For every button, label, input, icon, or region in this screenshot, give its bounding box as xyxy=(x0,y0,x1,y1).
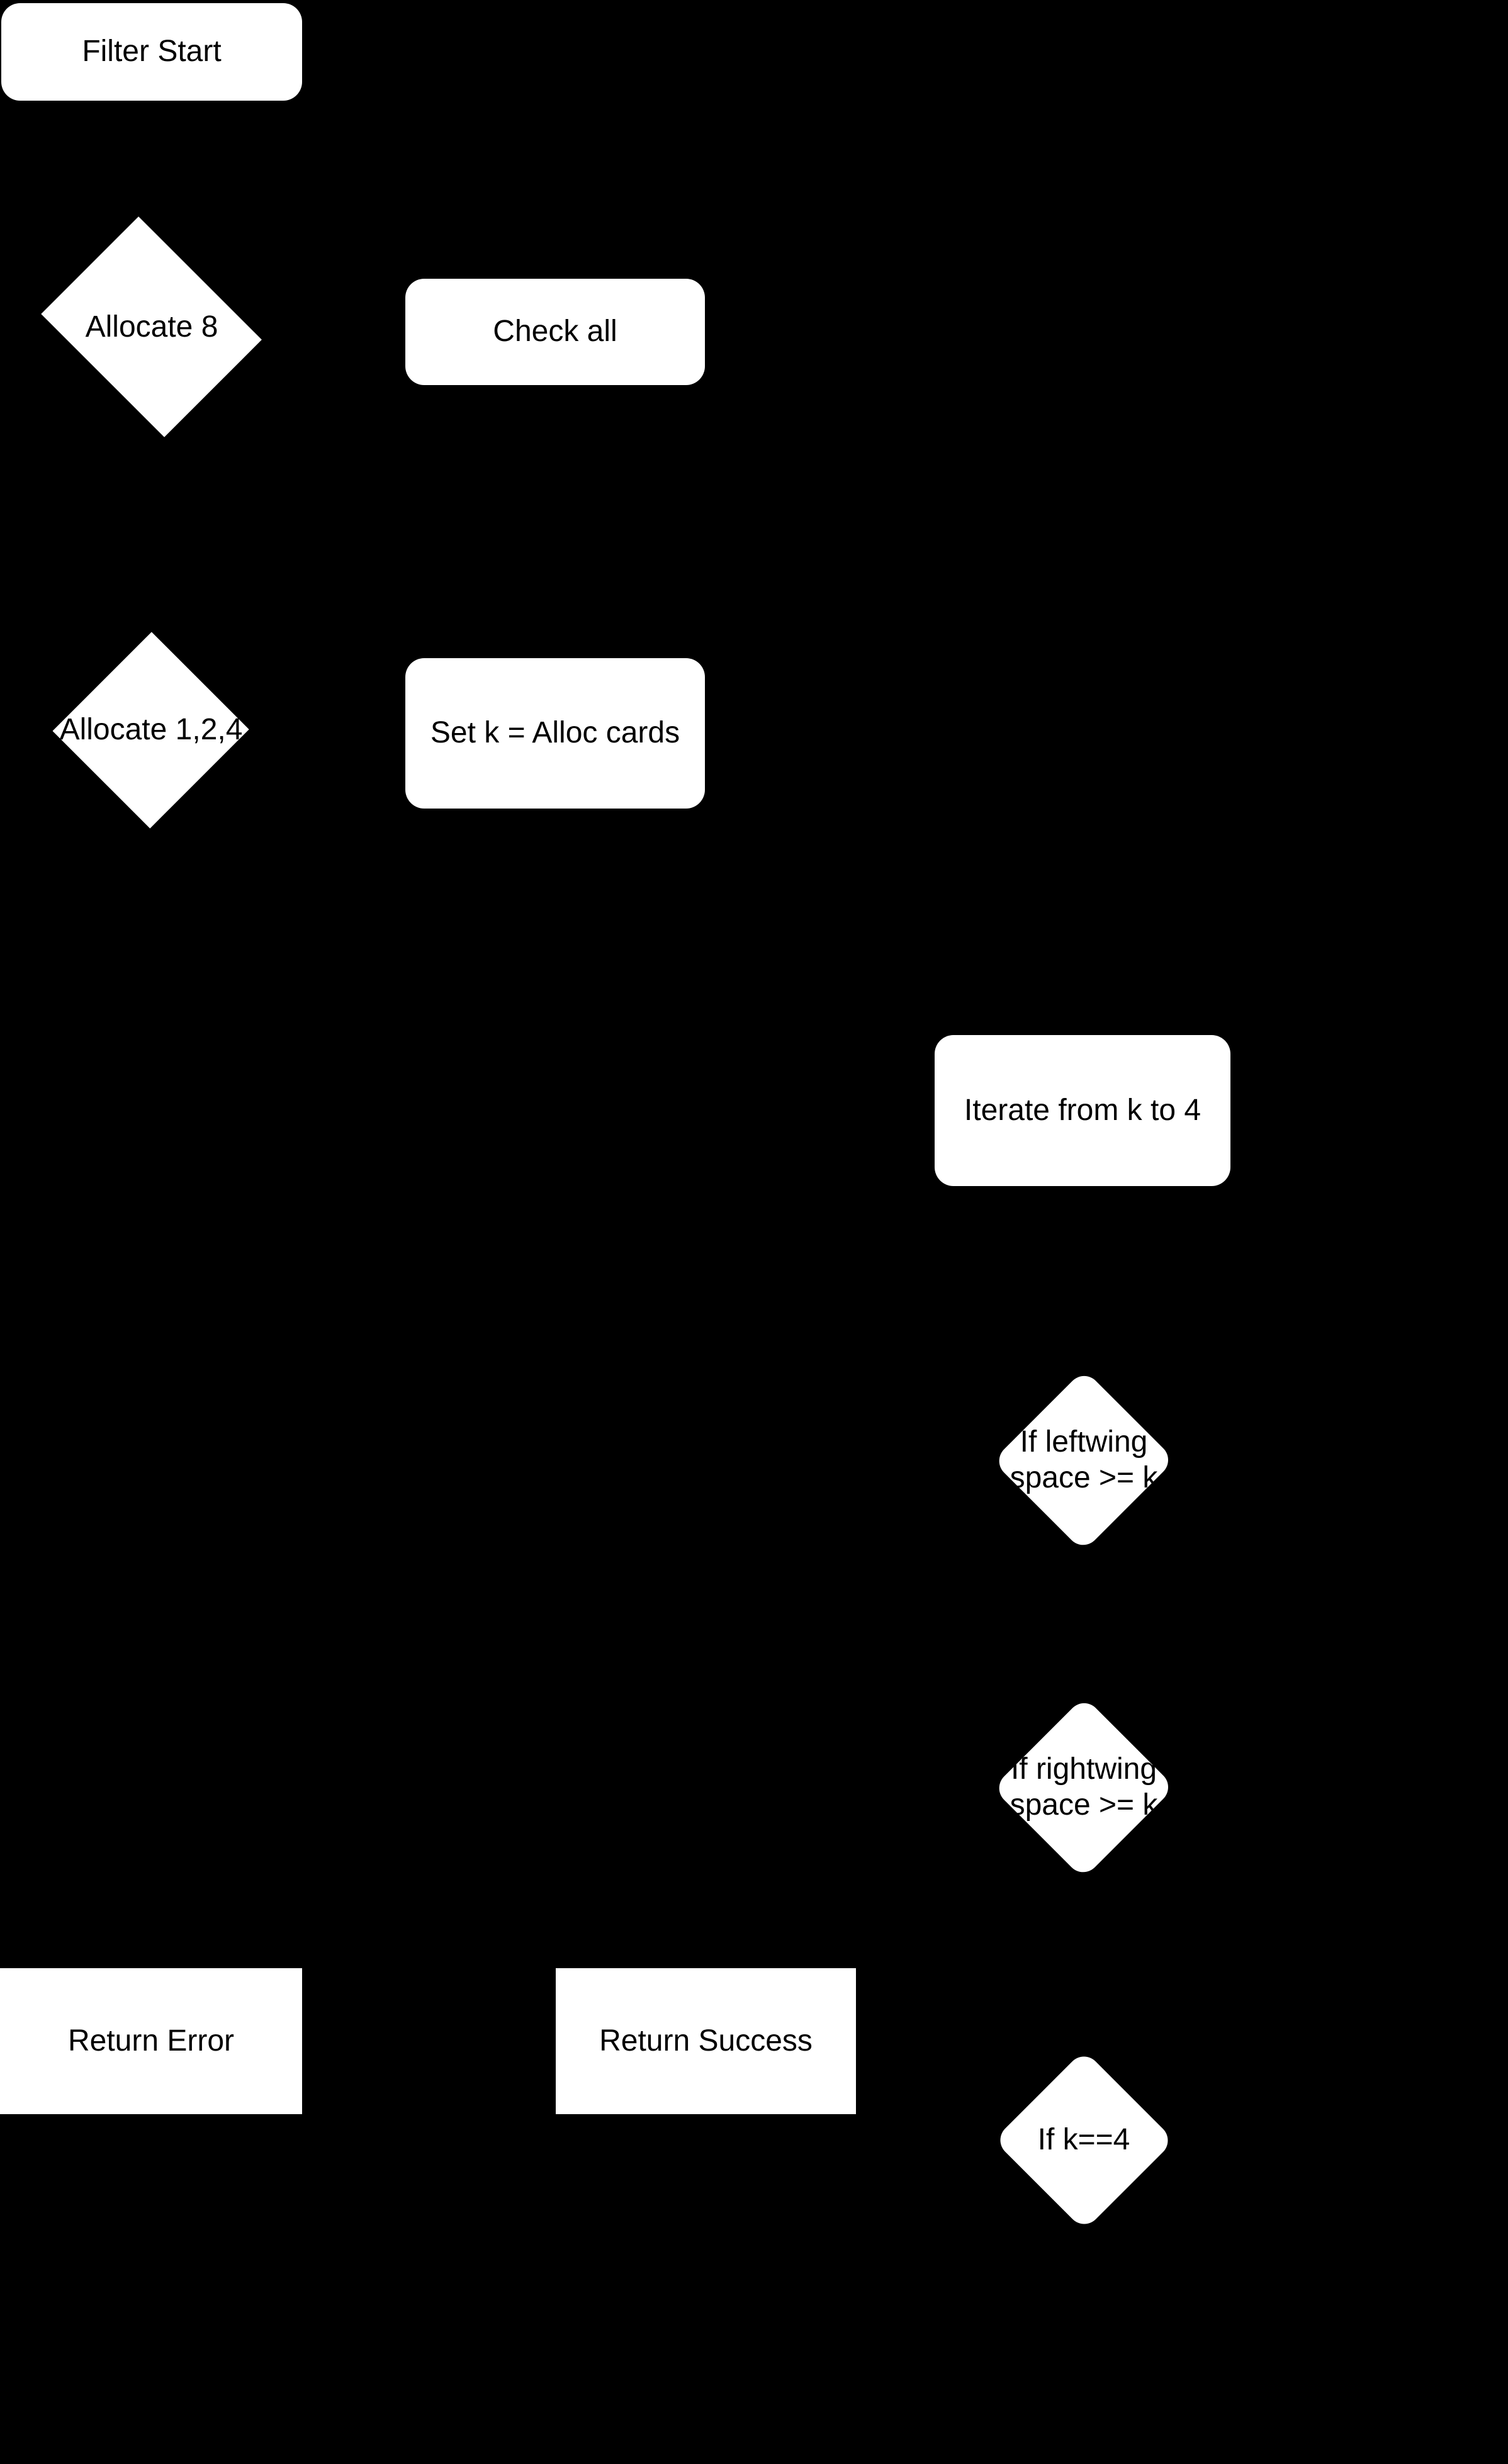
flow-node-iterate-from-k-to-4[interactable]: Iterate from k to 4 xyxy=(935,1035,1230,1186)
flow-node-check-all[interactable]: Check all xyxy=(405,279,705,385)
flow-node-return-error[interactable]: Return Error xyxy=(0,1968,302,2114)
flow-node-return-success[interactable]: Return Success xyxy=(556,1968,856,2114)
flow-node-check-all-label: Check all xyxy=(493,315,617,349)
flow-node-if-rightwing-space[interactable]: If rightwing space >= k xyxy=(993,1696,1175,1879)
flow-node-allocate-8[interactable]: Allocate 8 xyxy=(28,216,275,438)
flow-node-set-k-alloc-cards-label: Set k = Alloc cards xyxy=(430,716,680,750)
flow-node-iterate-from-k-to-4-label: Iterate from k to 4 xyxy=(964,1093,1201,1127)
flow-node-allocate-124-diamond-shape xyxy=(52,632,250,829)
flow-node-return-error-label: Return Error xyxy=(67,2024,235,2058)
flow-node-set-k-alloc-cards[interactable]: Set k = Alloc cards xyxy=(405,658,705,809)
flow-node-allocate-124[interactable]: Allocate 1,2,4 xyxy=(52,631,250,829)
flow-node-allocate-8-diamond-shape xyxy=(41,216,262,438)
flow-node-filter-start-label: Filter Start xyxy=(82,35,222,69)
flow-node-if-k-eq-4[interactable]: If k==4 xyxy=(993,2049,1174,2231)
flow-node-if-leftwing-space[interactable]: If leftwing space >= k xyxy=(993,1369,1175,1552)
flow-node-if-rightwing-space-diamond-shape xyxy=(993,1696,1175,1879)
flow-node-if-leftwing-space-diamond-shape xyxy=(993,1369,1175,1552)
flow-node-filter-start[interactable]: Filter Start xyxy=(1,3,302,101)
flow-node-if-k-eq-4-diamond-shape xyxy=(993,2049,1174,2231)
flow-node-return-success-label: Return Success xyxy=(599,2024,813,2058)
